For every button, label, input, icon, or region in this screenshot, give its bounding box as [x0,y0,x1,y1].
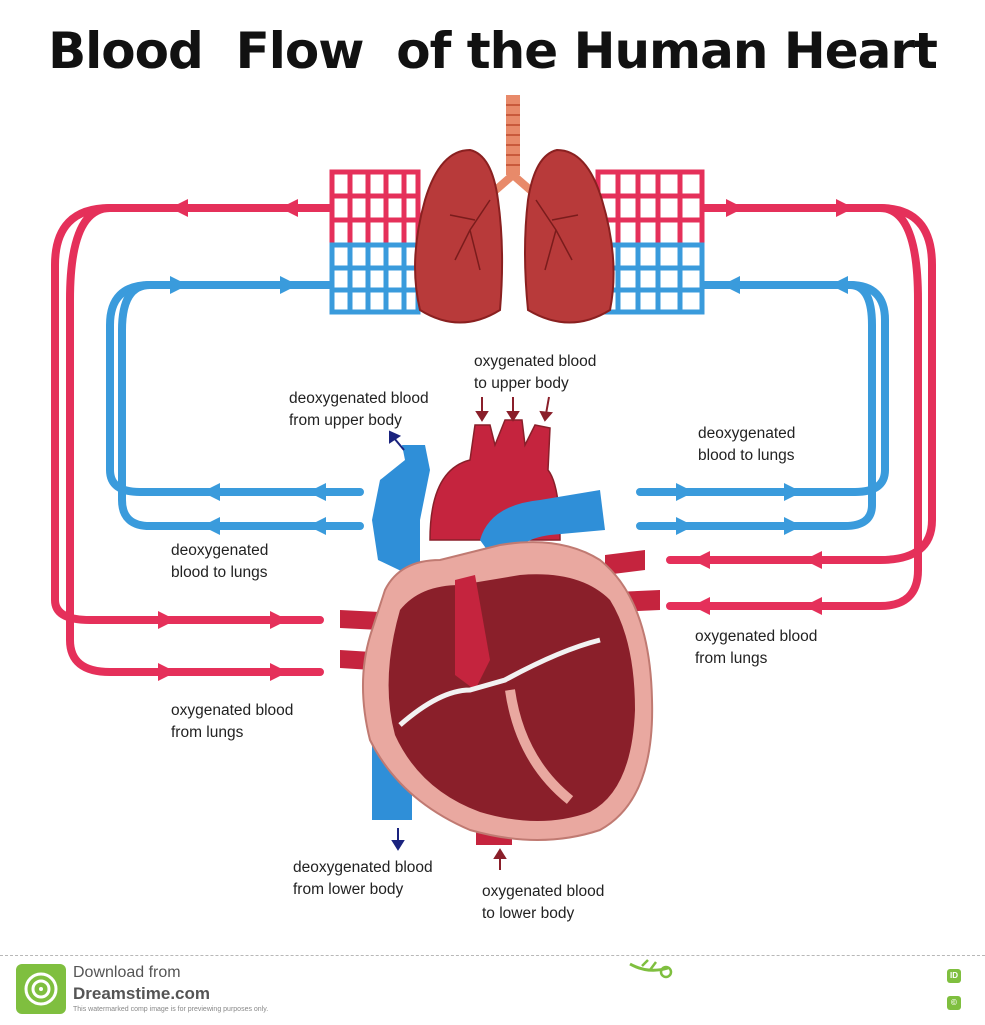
pointer-arrows [389,396,554,870]
label-line: oxygenated blood [482,883,605,900]
dreamstime-logo-icon[interactable] [16,964,66,1014]
label-line: from lungs [171,724,244,741]
label-deoxygenated-to-lungs-left: deoxygenated blood to lungs [171,540,268,584]
id-badge[interactable]: ID [947,969,961,983]
heart [340,419,660,845]
label-line: from lungs [695,650,768,667]
watermark-footer: Download from Dreamstime.com This waterm… [0,955,985,1025]
label-line: to lower body [482,905,575,922]
label-line: oxygenated blood [171,702,294,719]
label-deoxygenated-from-upper-body: deoxygenated blood from upper body [289,388,429,432]
diagram-title: Blood Flow of the Human Heart [48,22,938,80]
dreamstime-link[interactable]: Dreamstime.com [73,984,211,1003]
label-oxygenated-to-lower-body: oxygenated blood to lower body [482,881,604,925]
deoxygenated-loops [106,281,889,530]
label-line: blood to lungs [171,564,268,581]
leaf-scissors-icon [629,959,673,979]
label-line: from upper body [289,412,402,429]
label-line: oxygenated blood [695,628,818,645]
label-oxygenated-from-lungs-left: oxygenated blood from lungs [171,700,293,744]
label-line: deoxygenated [171,542,269,559]
label-line: from lower body [293,881,404,898]
label-deoxygenated-to-lungs-right: deoxygenated blood to lungs [698,423,795,467]
download-from-text: Download from [73,964,181,981]
label-line: deoxygenated blood [293,859,433,876]
lungs [414,95,615,324]
label-line: blood to lungs [698,447,795,464]
label-line: oxygenated blood [474,353,597,370]
label-line: deoxygenated blood [289,390,429,407]
copyright-badge[interactable]: © [947,996,961,1010]
label-line: to upper body [474,375,569,392]
label-oxygenated-to-upper-body: oxygenated blood to upper body [474,351,596,395]
left-capillary-grid [329,169,421,315]
watermark-note: This watermarked comp image is for previ… [73,1006,269,1013]
label-oxygenated-from-lungs-right: oxygenated blood from lungs [695,626,817,670]
oxygenated-loops [51,204,936,676]
label-deoxygenated-from-lower-body: deoxygenated blood from lower body [293,857,433,901]
label-line: deoxygenated [698,425,796,442]
